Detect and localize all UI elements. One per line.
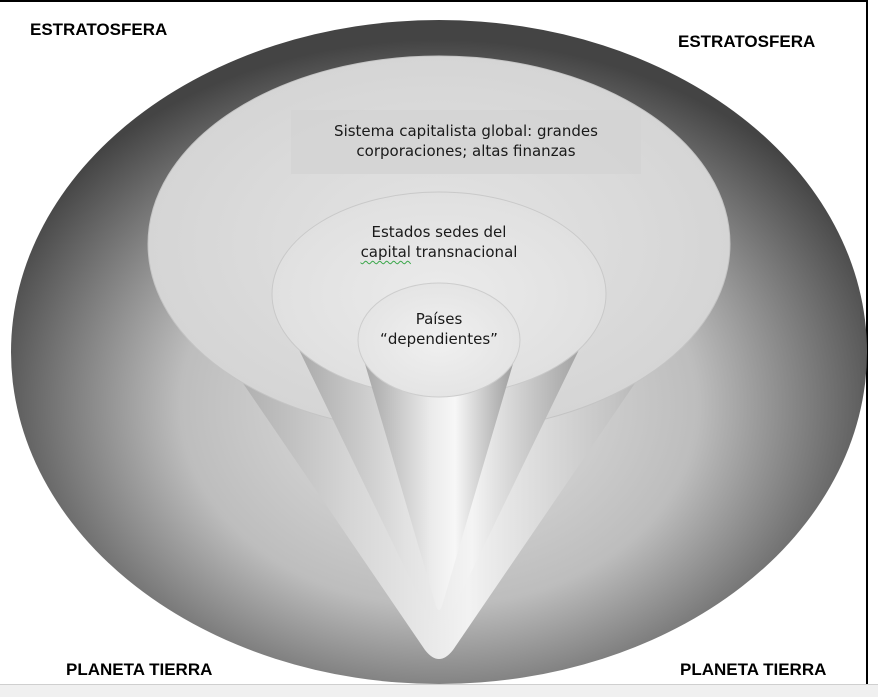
label-earth-right: PLANETA TIERRA — [680, 660, 827, 679]
label-stratosphere-left: ESTRATOSFERA — [30, 20, 168, 39]
bottom-strip — [0, 684, 878, 697]
outer-level-line1: Sistema capitalista global: grandes — [334, 122, 598, 140]
inner-level-text: Países “dependientes” — [369, 309, 509, 349]
outer-level-line2: corporaciones; altas finanzas — [356, 142, 576, 160]
inner-cone-body — [358, 340, 520, 610]
label-earth-left: PLANETA TIERRA — [66, 660, 213, 679]
middle-level-line1: Estados sedes del — [371, 223, 507, 241]
middle-level-text: Estados sedes del capital transnacional — [339, 222, 539, 262]
inner-level-line2: “dependientes” — [380, 330, 498, 348]
outer-level-text: Sistema capitalista global: grandes corp… — [291, 121, 641, 161]
inner-level-top — [357, 282, 521, 398]
middle-level-line2: capital transnacional — [339, 242, 539, 262]
label-stratosphere-right: ESTRATOSFERA — [678, 32, 816, 51]
outer-level-textbox — [291, 110, 641, 174]
middle-level-word-capital: capital — [360, 243, 411, 261]
middle-level-line2-rest: transnacional — [410, 243, 518, 261]
inner-level-line1: Países — [415, 310, 463, 328]
